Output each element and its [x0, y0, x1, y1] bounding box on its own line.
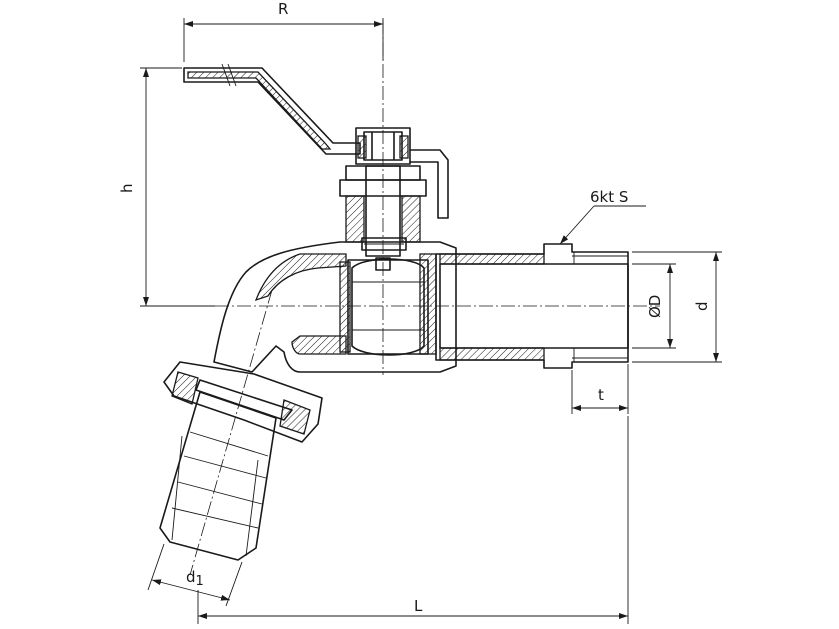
lever-grip-section: [187, 71, 332, 150]
hose-tail-collar: [195, 379, 293, 421]
stem-nut: [355, 127, 411, 165]
inlet-wall-top: [439, 253, 545, 265]
lever-break-mark: [221, 63, 231, 87]
inlet-wall-bottom: [439, 347, 545, 361]
bonnet-section-left: [345, 195, 365, 243]
label-d1-subscript: 1: [196, 574, 204, 589]
stem-tang: [375, 257, 391, 271]
union-nut-section-right: [279, 399, 311, 435]
nut-section-left: [357, 135, 367, 159]
dimension-h: [140, 67, 215, 307]
label-R: R: [278, 0, 288, 18]
label-L: L: [414, 597, 423, 615]
dimension-d1-line: [151, 579, 231, 601]
bonnet-section-right: [401, 195, 421, 243]
hose-tail-body: [159, 391, 277, 561]
stem-o-ring: [361, 237, 407, 251]
ball-cavity: [347, 259, 429, 355]
body-section-lower: [291, 335, 347, 355]
dimension-R: [183, 18, 384, 62]
stem-assembly: [339, 127, 427, 257]
dimension-d: [632, 251, 722, 363]
gland-nut: [339, 179, 427, 197]
body-outline: [213, 241, 457, 373]
center-lines: [189, 20, 660, 576]
ball: [339, 257, 429, 356]
valve-body: [213, 241, 457, 373]
thread-lines: [572, 252, 628, 362]
hex-leader-line: [559, 205, 595, 245]
union-nut-outline: [163, 361, 323, 443]
seal-left: [339, 261, 351, 353]
lever-arm-outline: [183, 67, 361, 155]
union-nut-section-left: [171, 371, 199, 405]
label-h: h: [118, 183, 136, 193]
lever-handle: [183, 63, 449, 219]
lever-break-mark-2: [227, 63, 237, 87]
nut-section-right: [399, 135, 409, 159]
dimension-t: [571, 364, 629, 414]
hose-tail-ribs: [171, 431, 269, 557]
label-D: ØD: [646, 295, 664, 318]
dimension-d1: [147, 543, 243, 607]
dimension-L: [197, 416, 629, 624]
outlet-axis-line: [189, 289, 273, 576]
stem-shaft: [365, 165, 401, 257]
body-section-upper: [254, 253, 347, 302]
label-t: t: [598, 386, 604, 404]
dimension-hex: [559, 205, 646, 245]
ball-outline: [351, 258, 425, 356]
dimension-D: [632, 263, 676, 349]
lever-hook: [409, 149, 449, 219]
label-d: d: [693, 301, 711, 311]
label-hex-size: 6kt S: [590, 188, 628, 206]
label-d1: d1: [186, 568, 204, 589]
outlet-assembly: [159, 361, 323, 561]
inlet-connection: [435, 243, 629, 369]
label-d1-main: d: [186, 568, 196, 586]
